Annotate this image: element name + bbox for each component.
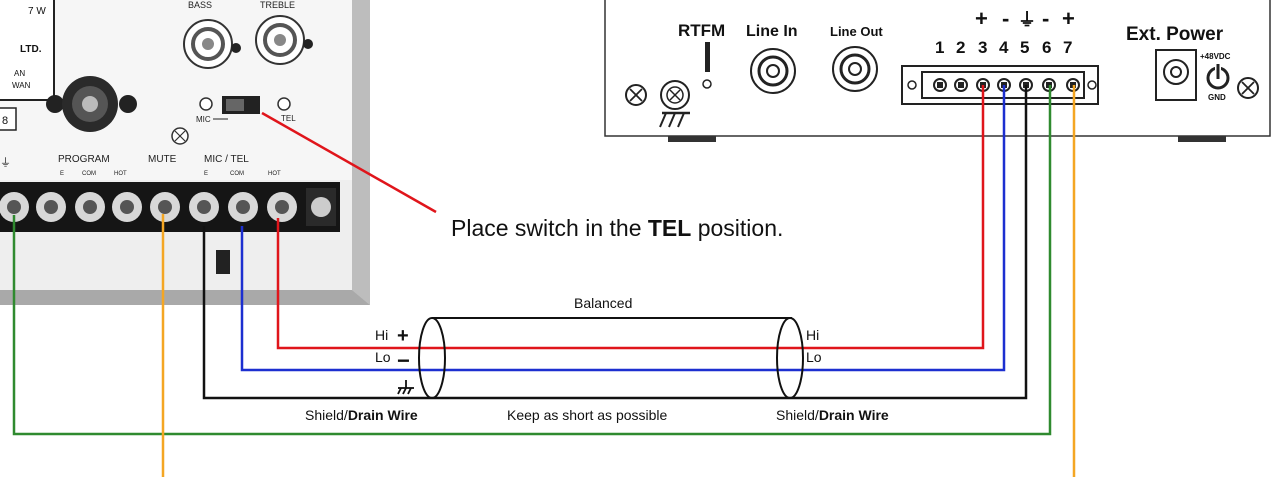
lo-left-label: Lo [375,349,391,365]
amp-terminal-7 [228,192,258,222]
shield-right-bold: Drain Wire [819,407,889,423]
power-jack[interactable] [1155,49,1197,101]
switch-tel-label: TEL [281,114,296,123]
spec-line-2: LTD. [20,44,42,55]
bass-label: BASS [188,0,212,10]
balanced-cable [418,317,804,399]
amp-terminal-4 [112,192,142,222]
hi-left-label: Hi [375,327,388,343]
cable-end-right [776,317,804,399]
rtfm-indicator-bar [705,42,710,72]
shield-left-bold: Drain Wire [348,407,418,423]
spec-label-box [0,0,55,101]
amp-terminal-strip [0,182,340,232]
program-hot-label: HOT [114,171,127,177]
amp-terminal-1 [0,192,29,222]
spec-line-3: AN [14,69,25,78]
ground-wire [12,85,1052,436]
amp-terminal-5 [150,192,180,222]
polarity-mark-5: ⏚ [1018,10,1036,30]
hi-right-label: Hi [806,327,819,343]
callout-text: Place switch in the TEL position. [451,215,783,241]
panel-screw-right-icon [1237,77,1259,99]
terminal-number-3: 3 [978,38,987,57]
callout-prefix: Place switch in the [451,215,648,241]
program-label: PROGRAM [58,154,110,165]
treble-label: TREBLE [260,0,295,10]
callout-pointer-line [261,111,437,214]
mictel-com-label: COM [230,171,244,177]
polarity-mark-7: + [1062,6,1075,31]
ground-symbol-label: ⏚ [0,156,11,169]
voltage-label: +48VDC [1200,52,1231,61]
terminal-number-1: 1 [935,38,944,57]
keep-short-label: Keep as short as possible [507,407,668,423]
rtfm-label: RTFM [678,21,725,40]
callout-bold: TEL [648,215,691,241]
line-in-jack[interactable] [750,48,796,94]
bass-knob[interactable] [183,19,241,69]
terminal-number-7: 7 [1063,38,1072,57]
terminal-number-2: 2 [956,38,965,57]
shield-left-prefix: Shield/ [305,407,348,423]
panel-screw-left-icon [625,84,647,106]
lo-right-label: Lo [806,349,822,365]
mictel-label: MIC / TEL [204,154,249,165]
amp-terminal-3 [75,192,105,222]
mute-screw-icon [171,127,189,145]
mic-tel-slide-switch[interactable] [199,96,291,114]
cable-end-left [418,317,446,399]
terminal-number-5: 5 [1020,38,1029,57]
amplifier-panel: 7 W LTD. AN WAN 8 BASS TREBLE [0,0,370,305]
rtfm-led-icon [702,79,712,89]
mictel-e-label: E [204,171,208,177]
amp-terminal-2 [36,192,66,222]
callout-suffix: position. [691,215,783,241]
rtfm-terminal-block [901,65,1099,105]
minus-mark: − [397,348,410,373]
line-out-jack[interactable] [832,46,878,92]
amp-terminal-6 [189,192,219,222]
cable-ground-icon [397,380,414,395]
shield-right-prefix: Shield/ [776,407,819,423]
mute-label: MUTE [148,154,177,165]
tel-callout: Place switch in the TEL position. [261,111,783,241]
amp-terminal-8 [267,192,297,222]
program-com-label: COM [82,171,96,177]
terminal-number-4: 4 [999,38,1009,57]
spec-line-1: 7 W [28,6,46,17]
shield-right-label: Shield/Drain Wire [776,407,889,423]
shield-left-label: Shield/Drain Wire [305,407,418,423]
rtfm-terminal-2 [954,78,968,92]
plus-mark: + [397,325,409,347]
program-e-label: E [60,171,64,177]
line-out-label: Line Out [830,24,883,39]
rtfm-terminal-1 [933,78,947,92]
rtfm-panel: RTFM Line In Line Out + - ⏚ - + 1 2 3 4 … [604,0,1271,142]
polarity-mark-3: + [975,6,988,31]
program-connector [46,76,137,132]
mictel-hot-label: HOT [268,171,281,177]
switch-mic-label: MIC [196,115,211,124]
balanced-label: Balanced [574,295,632,311]
ext-power-label: Ext. Power [1126,24,1224,45]
gnd-label: GND [1208,93,1226,102]
side-label: 8 [2,115,8,127]
power-button-icon[interactable] [1206,62,1230,90]
side-label-box [0,107,17,131]
polarity-mark-4: - [1002,6,1009,31]
line-in-label: Line In [746,23,798,40]
lo-wire [240,85,1006,372]
polarity-mark-6: - [1042,6,1049,31]
terminal-number-6: 6 [1042,38,1051,57]
spec-line-4: WAN [12,81,31,90]
amp-terminal-9 [306,188,336,226]
ground-post-icon [659,80,690,128]
treble-knob[interactable] [255,15,313,65]
hi-wire [276,85,985,350]
